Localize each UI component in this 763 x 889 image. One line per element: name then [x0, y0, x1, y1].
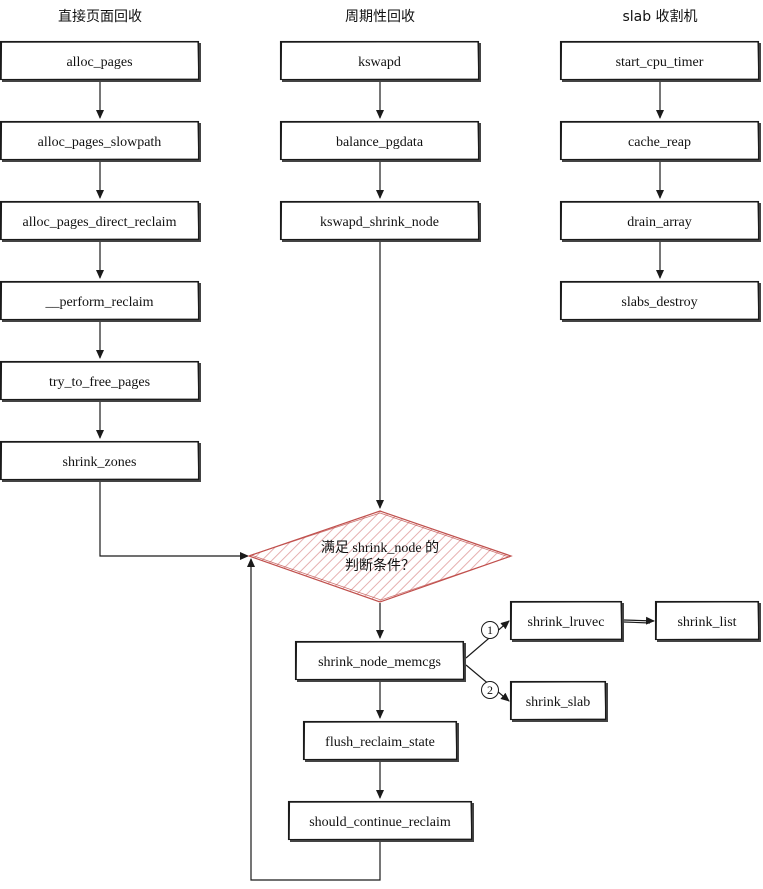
decision-diamond: 满足 shrink_node 的 判断条件？	[247, 510, 513, 603]
alloc-pages-direct-reclaim-box-sketch	[0, 201, 200, 241]
shrink-zones-label: shrink_zones	[63, 455, 137, 470]
perform-reclaim-box-sketch	[0, 281, 200, 321]
balance-pgdata-label: balance_pgdata	[336, 135, 424, 150]
slabs-destroy-box-sketch	[560, 281, 760, 321]
start-cpu-timer-box-sketch	[560, 41, 760, 81]
balance-pgdata-box: balance_pgdata	[279, 120, 481, 162]
shrink-slab-box: shrink_slab	[509, 680, 608, 722]
edge-shrink-lruvec-to-shrink-list-sketch	[623, 621, 651, 624]
try-to-free-pages-box-frame	[0, 360, 200, 401]
edge-shrink-zones-to-decision	[99, 481, 249, 560]
cache-reap-label: cache_reap	[628, 135, 691, 150]
shrink-lruvec-label: shrink_lruvec	[528, 615, 605, 630]
alloc-pages-direct-reclaim-box: alloc_pages_direct_reclaim	[0, 200, 201, 242]
column-title-periodic-reclaim: 周期性回收	[345, 9, 415, 25]
slabs-destroy-label: slabs_destroy	[621, 295, 697, 310]
alloc-pages-slowpath-box-sketch	[0, 121, 200, 161]
shrink-node-memcgs-box-sketch	[295, 641, 465, 681]
shrink-slab-box-sketch	[510, 681, 607, 721]
perform-reclaim-box: __perform_reclaim	[0, 280, 201, 322]
kswapd-shrink-node-label: kswapd_shrink_node	[320, 215, 439, 230]
cache-reap-box-frame	[559, 120, 760, 161]
alloc-pages-direct-reclaim-label: alloc_pages_direct_reclaim	[23, 215, 177, 230]
try-to-free-pages-box-sketch	[0, 361, 200, 401]
kswapd-box-sketch	[280, 41, 480, 81]
alloc-pages-slowpath-label: alloc_pages_slowpath	[38, 135, 162, 150]
shrink-lruvec-box-sketch	[510, 601, 623, 641]
shrink-lruvec-box: shrink_lruvec	[509, 600, 624, 642]
should-continue-reclaim-box: should_continue_reclaim	[287, 800, 474, 842]
kswapd-label: kswapd	[358, 55, 401, 70]
decision-text-line1: 满足 shrink_node 的	[321, 540, 439, 556]
shrink-zones-box-frame	[0, 440, 200, 481]
shrink-zones-box: shrink_zones	[0, 440, 201, 482]
alloc-pages-box: alloc_pages	[0, 40, 201, 82]
try-to-free-pages-box: try_to_free_pages	[0, 360, 201, 402]
shrink-slab-label: shrink_slab	[526, 695, 591, 710]
shrink-list-label: shrink_list	[677, 615, 736, 630]
shrink-list-box-sketch	[655, 601, 760, 641]
kswapd-shrink-node-box: kswapd_shrink_node	[279, 200, 481, 242]
slabs-destroy-box: slabs_destroy	[559, 280, 761, 322]
kswapd-shrink-node-box-sketch	[280, 201, 480, 241]
drain-array-box-frame	[559, 200, 760, 241]
start-cpu-timer-label: start_cpu_timer	[616, 55, 704, 70]
drain-array-label: drain_array	[627, 215, 692, 230]
shrink-node-memcgs-label: shrink_node_memcgs	[318, 655, 441, 670]
step-badge-1: 1	[481, 621, 499, 639]
shrink-node-memcgs-box: shrink_node_memcgs	[294, 640, 466, 682]
alloc-pages-slowpath-box: alloc_pages_slowpath	[0, 120, 201, 162]
edge-memcgs-to-shrink-lruvec	[465, 620, 510, 659]
step-badge-2-label: 2	[487, 683, 493, 697]
flush-reclaim-state-box-frame	[302, 720, 458, 761]
column-title-direct-reclaim: 直接页面回收	[58, 8, 142, 25]
cache-reap-box: cache_reap	[559, 120, 761, 162]
alloc-pages-label: alloc_pages	[66, 55, 132, 70]
shrink-lruvec-box-frame	[509, 600, 623, 641]
flush-reclaim-state-label: flush_reclaim_state	[325, 735, 435, 750]
perform-reclaim-box-frame	[0, 280, 200, 321]
shrink-list-box: shrink_list	[654, 600, 761, 642]
step-badge-1-label: 1	[487, 623, 493, 637]
should-continue-reclaim-box-sketch	[288, 801, 473, 841]
start-cpu-timer-box: start_cpu_timer	[559, 40, 761, 82]
try-to-free-pages-label: try_to_free_pages	[49, 375, 150, 390]
cache-reap-box-sketch	[560, 121, 760, 161]
balance-pgdata-box-sketch	[280, 121, 480, 161]
alloc-pages-slowpath-box-frame	[0, 120, 200, 161]
function-boxes: alloc_pages alloc_pages_slowpath alloc_pag…	[0, 40, 761, 842]
alloc-pages-box-sketch	[0, 41, 200, 81]
step-badge-2: 2	[481, 681, 499, 699]
drain-array-box: drain_array	[559, 200, 761, 242]
decision-text-line2: 判断条件？	[345, 557, 415, 574]
flush-reclaim-state-box-sketch	[303, 721, 458, 761]
edge-shrink-lruvec-to-shrink-list	[623, 616, 655, 625]
kswapd-box: kswapd	[279, 40, 481, 82]
perform-reclaim-label: __perform_reclaim	[44, 295, 153, 310]
flush-reclaim-state-box: flush_reclaim_state	[302, 720, 459, 762]
drain-array-box-sketch	[560, 201, 760, 241]
should-continue-reclaim-label: should_continue_reclaim	[309, 815, 451, 830]
column-title-slab-reaper: slab 收割机	[622, 8, 697, 25]
edge-should-continue-loop-back	[247, 558, 381, 881]
shrink-zones-box-sketch	[0, 441, 200, 481]
